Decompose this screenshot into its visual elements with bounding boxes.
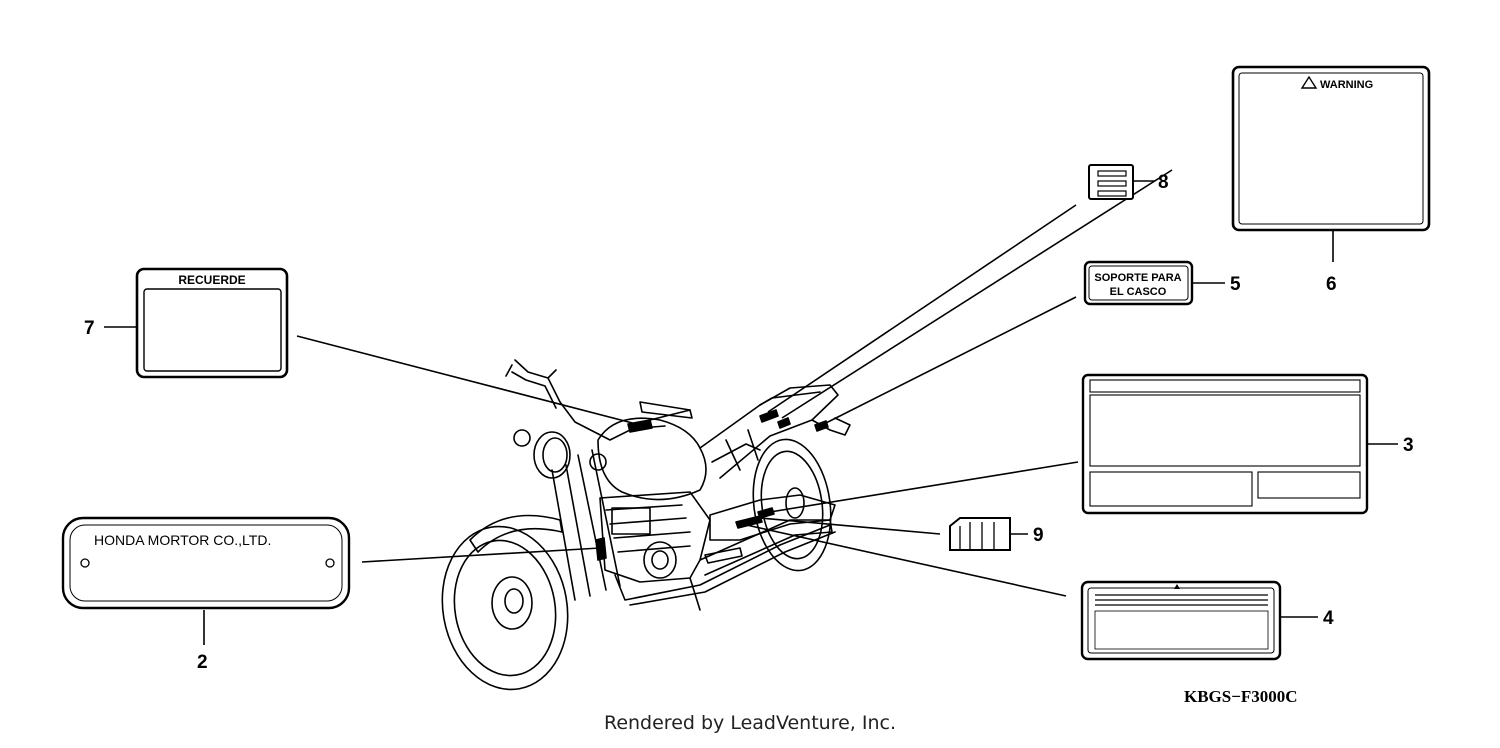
- callout-2: 2: [197, 652, 208, 673]
- leader-lines: [296, 169, 1173, 597]
- label-7-recuerde-plate: RECUERDE 7: [84, 267, 289, 379]
- label-8-decal: 8: [1088, 164, 1169, 200]
- recuerde-text: RECUERDE: [178, 273, 245, 287]
- callout-3: 3: [1403, 435, 1414, 456]
- label-4-caution-plate: 4: [1080, 580, 1334, 661]
- callout-9: 9: [1033, 525, 1044, 546]
- callout-4: 4: [1323, 608, 1334, 629]
- callout-6: 6: [1326, 274, 1337, 295]
- label-9-tag: 9: [949, 517, 1044, 551]
- soporte-line2-text: EL CASCO: [1110, 286, 1167, 298]
- motorcycle-drawing: [441, 359, 851, 691]
- warning-text: WARNING: [1320, 79, 1373, 91]
- callout-7: 7: [84, 318, 95, 339]
- warning-triangle-icon: [1300, 75, 1318, 89]
- label-2-honda-plate: HONDA MORTOR CO.,LTD. 2: [61, 516, 351, 673]
- credit-text: Rendered by LeadVenture, Inc.: [603, 712, 897, 734]
- label-3-info-plate: 3: [1081, 373, 1414, 515]
- callout-5: 5: [1230, 274, 1241, 295]
- honda-text: HONDA MORTOR CO.,LTD.: [94, 532, 271, 548]
- callout-8: 8: [1158, 172, 1169, 193]
- diagram-code: KBGS−F3000C: [1184, 687, 1298, 706]
- label-5-helmet-holder-plate: SOPORTE PARA EL CASCO 5: [1083, 260, 1241, 306]
- label-6-warning-plate: WARNING 6: [1231, 65, 1431, 295]
- soporte-line1-text: SOPORTE PARA: [1094, 272, 1181, 284]
